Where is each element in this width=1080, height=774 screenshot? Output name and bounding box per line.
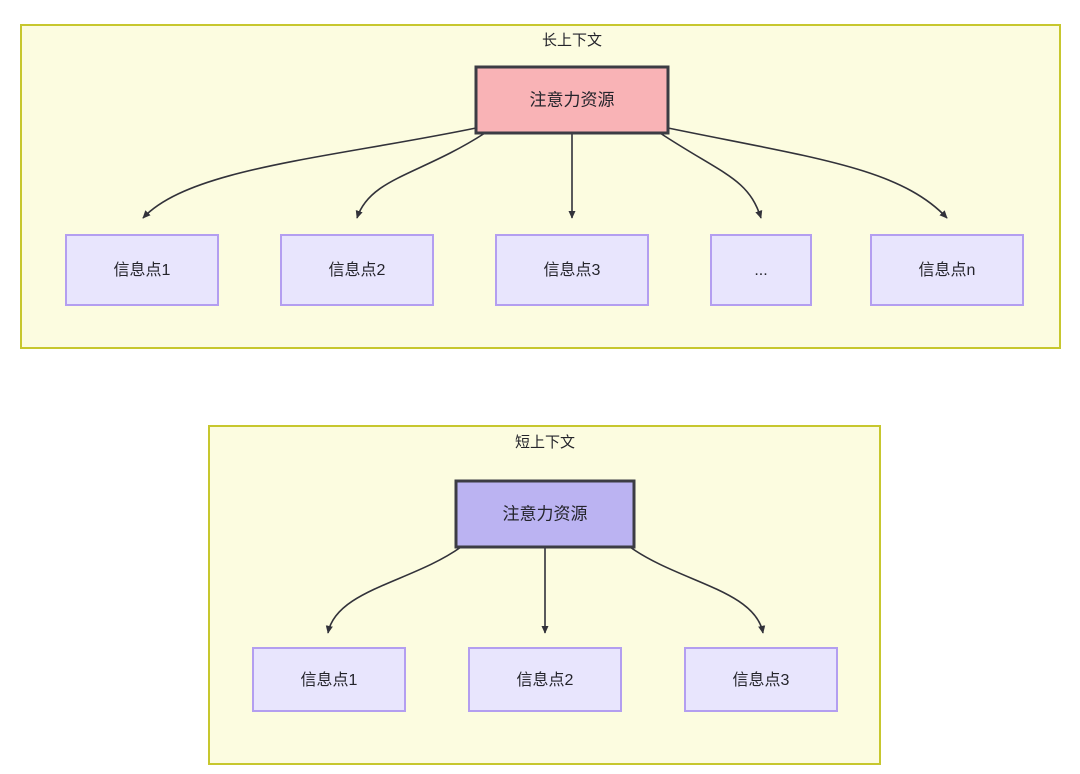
node-leaf-short-2-rect[interactable] (468, 647, 622, 712)
node-leaf-long-n[interactable]: 信息点n (870, 234, 1024, 306)
node-leaf-long-1-rect[interactable] (65, 234, 219, 306)
container-title-short-context: 短上下文 (515, 434, 575, 451)
edge-group-long-context (142, 127, 948, 219)
edge-root-to-info-3 (629, 546, 766, 634)
node-root-long-context[interactable]: 注意力资源 (474, 65, 670, 135)
edge-root-to-info-2 (355, 132, 486, 219)
node-root-short-context-rect[interactable] (454, 479, 636, 549)
node-leaf-long-3[interactable]: 信息点3 (495, 234, 649, 306)
edge-group-short-context (325, 546, 766, 634)
node-leaf-long-2[interactable]: 信息点2 (280, 234, 434, 306)
node-leaf-long-ellipsis[interactable]: ... (710, 234, 812, 306)
node-leaf-long-3-rect[interactable] (495, 234, 649, 306)
node-leaf-short-1-rect[interactable] (252, 647, 406, 712)
diagram-long-context: 长上下文 注意力资源 信息点1 信息点2 (20, 24, 1061, 349)
edge-root-to-info-1 (325, 546, 462, 634)
node-leaf-long-1[interactable]: 信息点1 (65, 234, 219, 306)
node-leaf-short-3[interactable]: 信息点3 (684, 647, 838, 712)
node-leaf-short-2[interactable]: 信息点2 (468, 647, 622, 712)
node-root-long-context-rect[interactable] (474, 65, 670, 135)
node-leaf-long-2-rect[interactable] (280, 234, 434, 306)
diagram-short-context: 短上下文 注意力资源 信息点1 信息点2 信息点3 (208, 425, 881, 765)
node-root-short-context[interactable]: 注意力资源 (454, 479, 636, 549)
node-leaf-long-n-rect[interactable] (870, 234, 1024, 306)
container-title-long-context: 长上下文 (542, 32, 602, 49)
edge-root-to-info-ellipsis (659, 132, 763, 219)
edge-root-to-info-1 (142, 127, 477, 219)
node-leaf-short-1[interactable]: 信息点1 (252, 647, 406, 712)
edge-root-to-info-n (667, 127, 948, 219)
node-leaf-long-ellipsis-rect[interactable] (710, 234, 812, 306)
node-leaf-short-3-rect[interactable] (684, 647, 838, 712)
